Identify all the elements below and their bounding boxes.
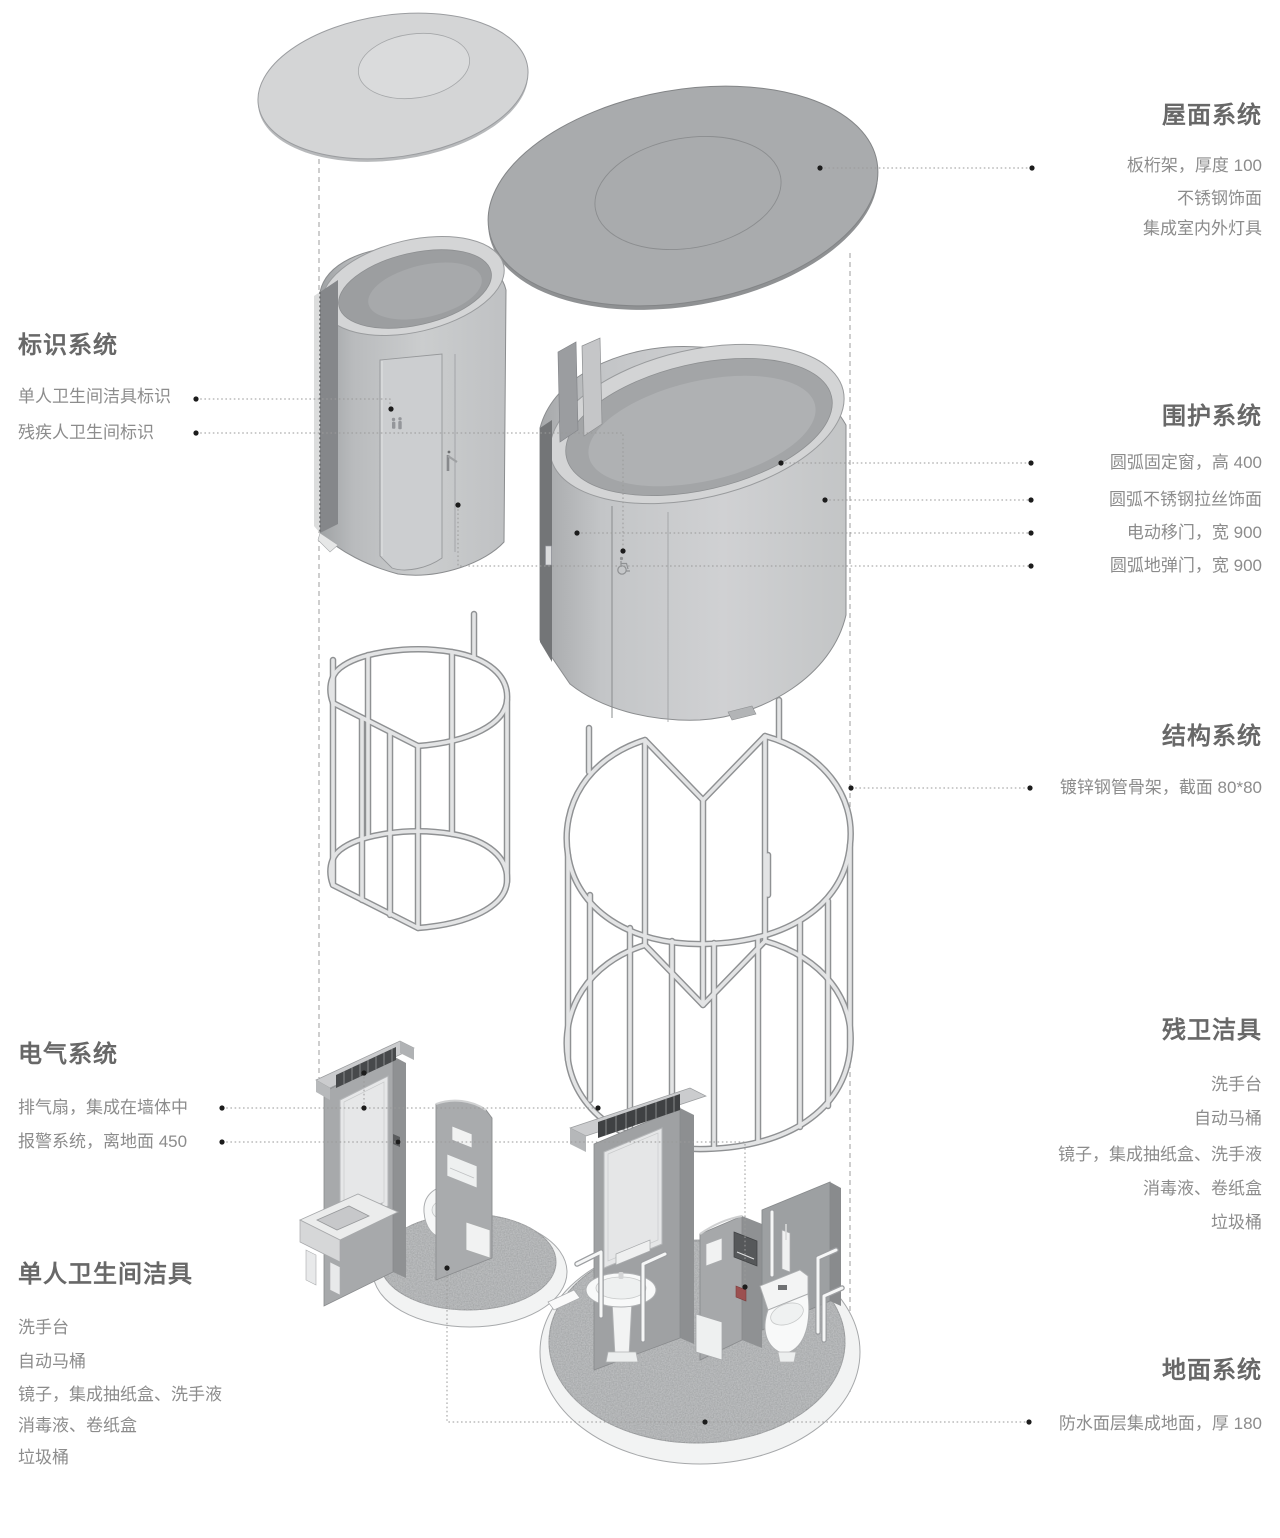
single-fixture-item: 自动马桶: [18, 1352, 86, 1371]
enclosure-item: 圆弧地弹门，宽 900: [1109, 556, 1262, 575]
section-title-floor: 地面系统: [1162, 1357, 1262, 1384]
enclosure-item: 电动移门，宽 900: [1126, 523, 1262, 542]
mirror: [339, 1075, 389, 1231]
enclosure-item: 圆弧固定窗，高 400: [1109, 453, 1262, 472]
roof-item: 集成室内外灯具: [1143, 219, 1262, 238]
accessible-frame: [567, 700, 851, 1149]
single-fixture-item: 消毒液、卷纸盒: [18, 1416, 137, 1435]
accessible-fixture-item: 镜子，集成抽纸盒、洗手液: [1058, 1145, 1262, 1164]
structure-item: 镀锌钢管骨架，截面 80*80: [1059, 778, 1262, 797]
door-handle-icon: [446, 450, 458, 471]
accessible-toilet-pod: [539, 337, 847, 722]
door-threshold: [547, 1289, 581, 1311]
sink-grab-bars: [574, 1249, 668, 1343]
single-washbasin-counter: [298, 1193, 400, 1296]
section-title-electrical: 电气系统: [18, 1041, 118, 1068]
accessible-fixture-item: 垃圾桶: [1211, 1213, 1262, 1232]
left-roof-disc: [257, 12, 529, 162]
soap-dispenser: [705, 1237, 723, 1267]
paper-dispenser: [446, 1153, 478, 1189]
alarm-pull: [735, 1285, 747, 1302]
section-title-enclosure: 围护系统: [1162, 403, 1262, 430]
accessible-toilet: [759, 1269, 810, 1363]
single-pod-door: [379, 353, 443, 571]
single-floor-assembly: [298, 1040, 568, 1328]
floor-item: 防水面层集成地面，厚 180: [1058, 1414, 1262, 1433]
leader-lines: [193, 165, 1035, 1425]
enclosure-item: 圆弧不锈钢拉丝饰面: [1109, 490, 1262, 509]
restroom-sign-icon: [391, 417, 402, 430]
single-fixture-item: 垃圾桶: [18, 1448, 69, 1467]
electrical-item: 报警系统，离地面 450: [18, 1132, 188, 1151]
section-title-roof: 屋面系统: [1162, 102, 1262, 129]
trash-bin: [465, 1221, 491, 1259]
signage-item: 单人卫生间洁具标识: [18, 387, 171, 406]
right-roof-disc: [487, 85, 879, 310]
single-toilet-pod: [314, 236, 507, 576]
accessible-fixture-item: 消毒液、卷纸盒: [1143, 1179, 1262, 1198]
signage-item: 残疾人卫生间标识: [18, 423, 154, 442]
roof-item: 不锈钢饰面: [1177, 189, 1262, 208]
exhaust-fan-grille: [598, 1094, 680, 1138]
mirror: [603, 1127, 663, 1269]
electrical-item: 排气扇，集成在墙体中: [18, 1098, 188, 1117]
single-frame: [330, 614, 507, 928]
accessible-fixture-item: 洗手台: [1211, 1075, 1262, 1094]
section-title-signage: 标识系统: [18, 332, 118, 359]
toilet-grab-bars: [815, 1247, 845, 1343]
section-title-single-fixtures: 单人卫生间洁具: [18, 1261, 193, 1288]
single-fixture-item: 洗手台: [18, 1318, 69, 1337]
paper-shelf: [615, 1239, 651, 1266]
single-fixture-item: 镜子，集成抽纸盒、洗手液: [18, 1385, 222, 1404]
accessible-floor-assembly: [539, 1087, 861, 1465]
pedestal-sink: [585, 1272, 657, 1363]
sliding-door-pocket: [540, 420, 552, 662]
wheelchair-icon: [617, 556, 630, 575]
trash-bin: [695, 1313, 723, 1361]
section-title-accessible-fixtures: 残卫洁具: [1162, 1017, 1262, 1044]
roof-item: 板桁架，厚度 100: [1126, 156, 1262, 175]
exhaust-fan-grille: [336, 1047, 396, 1088]
toilet-brush-holder: [781, 1229, 791, 1273]
accessible-fixture-item: 自动马桶: [1194, 1109, 1262, 1128]
section-title-structure: 结构系统: [1162, 723, 1262, 750]
